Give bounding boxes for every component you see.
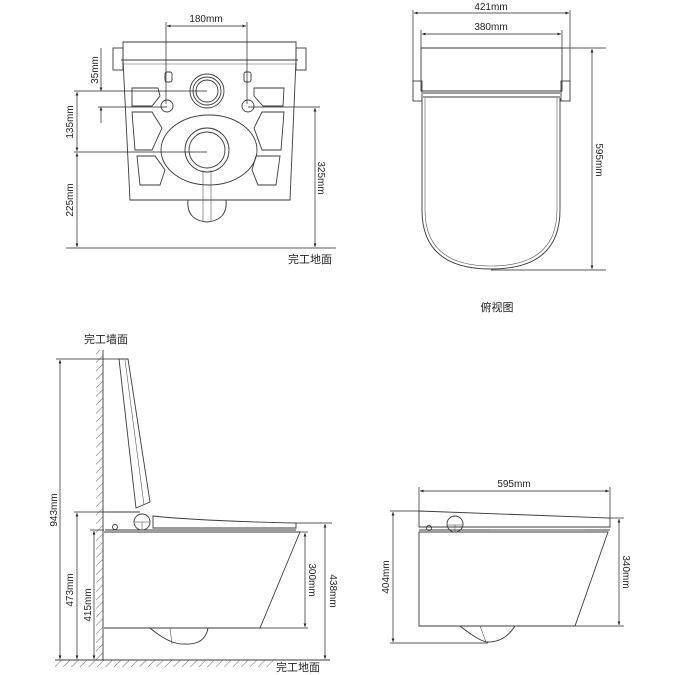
dim-overall-width: 421mm [474, 2, 507, 13]
dim-bowl-height: 340mm [620, 555, 631, 588]
dim-bolt-offset: 35mm [90, 56, 101, 84]
dim-inlet-outlet: 135mm [65, 105, 76, 138]
dim-hole-spacing: 180mm [189, 14, 222, 25]
dim-bolt-height: 325mm [315, 161, 326, 194]
floor-label-side: 完工地面 [276, 660, 320, 674]
dim-outlet-height: 225mm [65, 183, 76, 216]
dim-total-height: 943mm [49, 493, 60, 526]
dim-closed-height: 404mm [381, 560, 392, 593]
dim-body-width: 380mm [474, 22, 507, 33]
dim-length-top: 595mm [593, 143, 604, 176]
dim-bowl-depth: 300mm [306, 563, 317, 596]
top-view: 421mm 380mm 595mm 俯视图 [412, 2, 606, 314]
dim-seat-height: 438mm [327, 574, 338, 607]
front-view: 180mm 35mm 135mm 225mm 325mm 完工地面 [65, 14, 336, 266]
wall-label: 完工墙面 [84, 332, 128, 346]
floor-label-front: 完工地面 [288, 252, 332, 266]
dim-body-top-height: 415mm [83, 588, 94, 621]
side-view-open: 完工墙面 完工地面 943mm 473mm 415mm [49, 332, 338, 674]
dim-hinge-height: 473mm [65, 573, 76, 606]
dim-length-side: 595mm [497, 479, 530, 490]
side-view-closed: 595mm 404mm 340mm [381, 479, 631, 644]
top-view-title: 俯视图 [481, 300, 514, 314]
